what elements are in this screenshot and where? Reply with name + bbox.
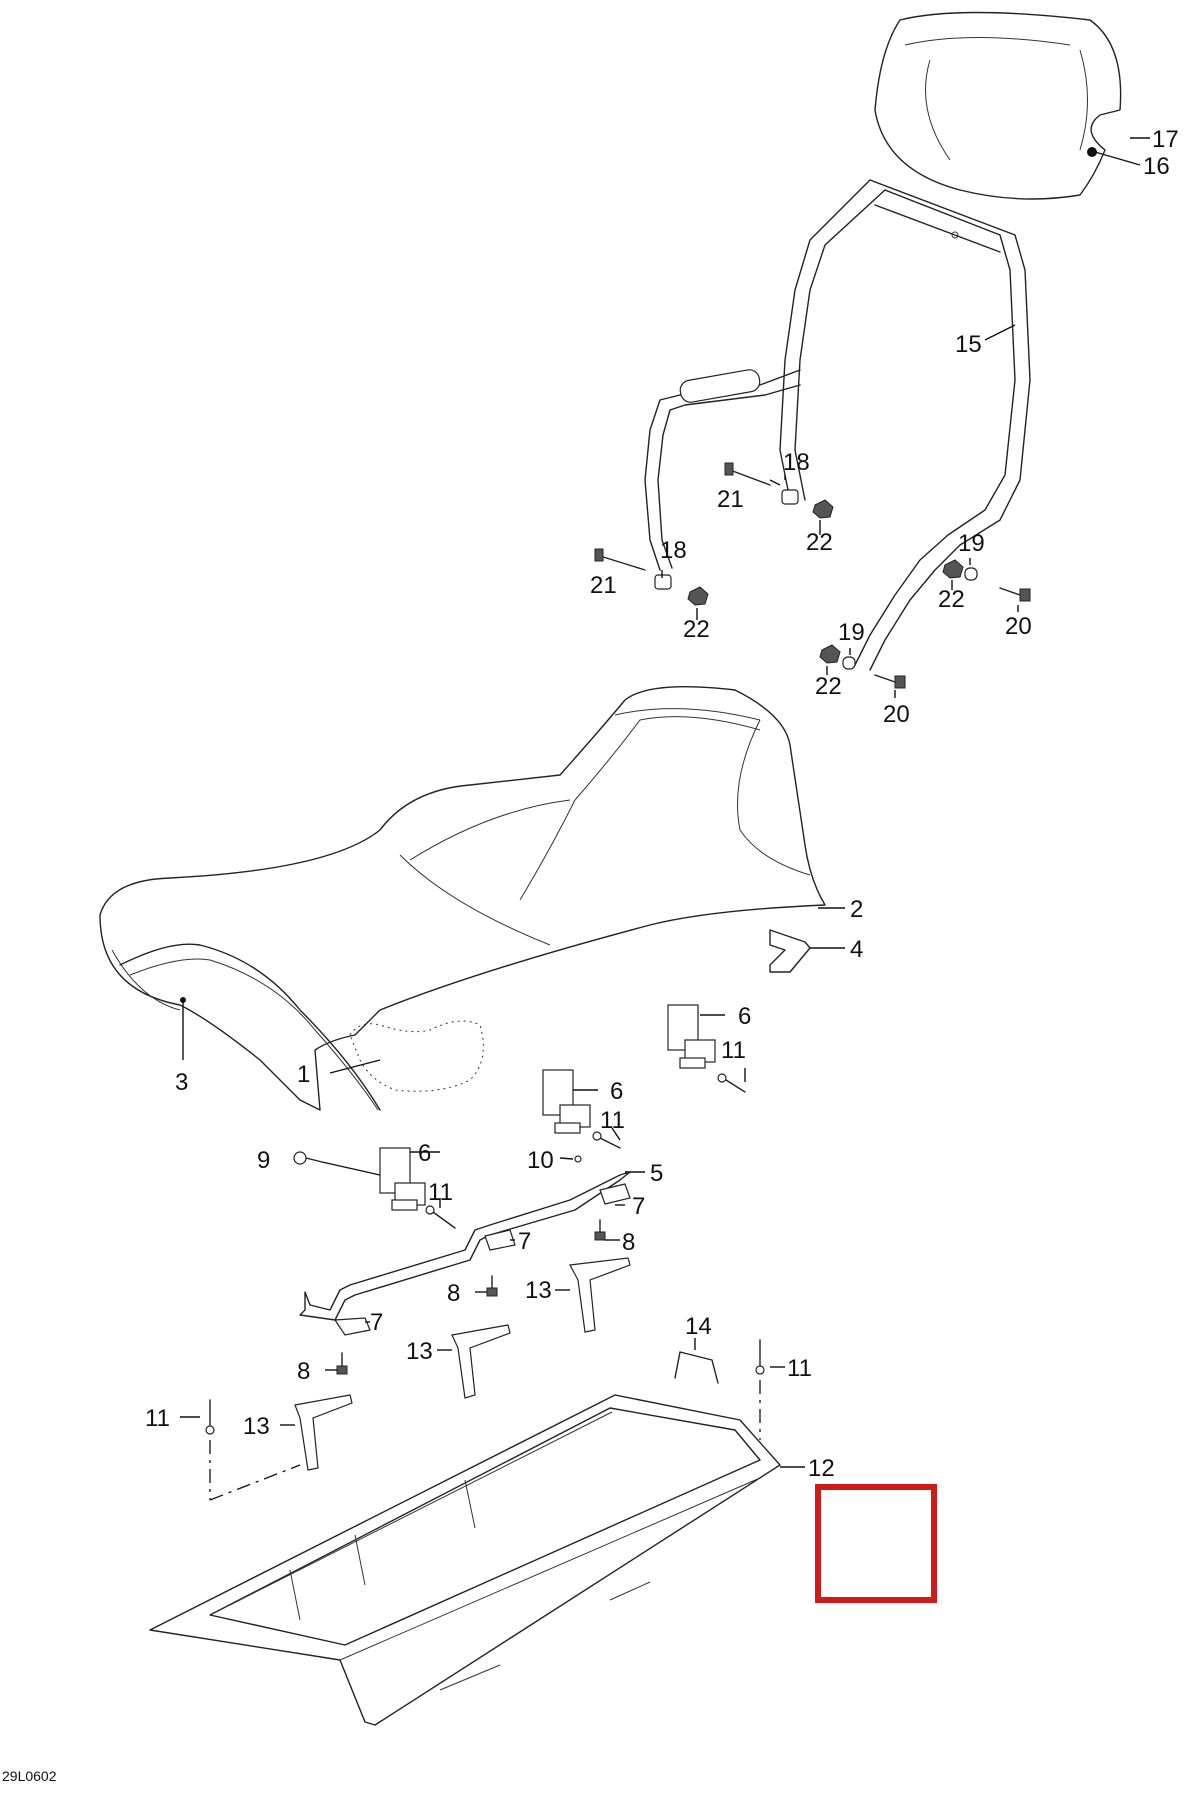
supports xyxy=(294,1257,719,1471)
callout-11d: 11 xyxy=(787,1355,812,1382)
callout-15: 15 xyxy=(955,331,982,358)
backrest-frame xyxy=(644,179,1031,671)
storage-tray xyxy=(149,1394,781,1726)
callout-9: 9 xyxy=(257,1147,270,1174)
callout-16: 16 xyxy=(1143,153,1170,180)
fasteners xyxy=(205,1073,765,1435)
callout-11a: 11 xyxy=(721,1037,746,1064)
callout-6b: 6 xyxy=(610,1078,623,1105)
callout-leaders xyxy=(180,137,1150,1468)
highlight-box xyxy=(815,1484,937,1603)
callout-22b: 22 xyxy=(683,616,710,643)
callout-22d: 22 xyxy=(815,673,842,700)
callout-8b: 8 xyxy=(447,1280,460,1307)
callout-22c: 22 xyxy=(938,586,965,613)
callout-4: 4 xyxy=(850,936,863,963)
callout-7a: 7 xyxy=(632,1193,645,1220)
callout-1: 1 xyxy=(297,1061,310,1088)
callout-18a: 18 xyxy=(783,449,810,476)
callout-7b: 7 xyxy=(518,1228,531,1255)
rivet-path-left-to-support xyxy=(209,1464,301,1501)
callout-11b: 11 xyxy=(600,1107,625,1134)
callout-13a: 13 xyxy=(525,1277,552,1304)
callout-19a: 19 xyxy=(958,530,985,557)
callout-8a: 8 xyxy=(622,1229,635,1256)
callout-5: 5 xyxy=(650,1160,663,1187)
callout-13c: 13 xyxy=(243,1413,270,1440)
callout-20b: 20 xyxy=(883,701,910,728)
callout-7c: 7 xyxy=(370,1309,383,1336)
callout-19b: 19 xyxy=(838,619,865,646)
callout-labels: 17 16 15 18 21 22 18 21 22 19 22 20 19 2… xyxy=(145,126,1179,1482)
callout-8c: 8 xyxy=(297,1358,310,1385)
callout-6c: 6 xyxy=(418,1140,431,1167)
callout-6a: 6 xyxy=(738,1003,751,1030)
callout-14: 14 xyxy=(685,1313,712,1340)
callout-20a: 20 xyxy=(1005,613,1032,640)
callout-22a: 22 xyxy=(806,529,833,556)
frame-hardware xyxy=(594,462,1031,689)
callout-18b: 18 xyxy=(660,537,687,564)
callout-11c: 11 xyxy=(428,1179,453,1206)
callout-2: 2 xyxy=(850,896,863,923)
callout-13b: 13 xyxy=(406,1338,433,1365)
callout-17: 17 xyxy=(1152,126,1179,153)
callout-21b: 21 xyxy=(590,572,617,599)
backrest-cushion xyxy=(874,11,1122,200)
callout-11e: 11 xyxy=(145,1405,170,1432)
callout-3: 3 xyxy=(175,1069,188,1096)
hinges-and-wire xyxy=(299,1004,716,1336)
callout-21a: 21 xyxy=(717,486,744,513)
seat-assembly xyxy=(99,685,826,1111)
drawing-number: 29L0602 xyxy=(2,1768,57,1784)
callout-12: 12 xyxy=(808,1455,835,1482)
callout-10: 10 xyxy=(527,1147,554,1174)
